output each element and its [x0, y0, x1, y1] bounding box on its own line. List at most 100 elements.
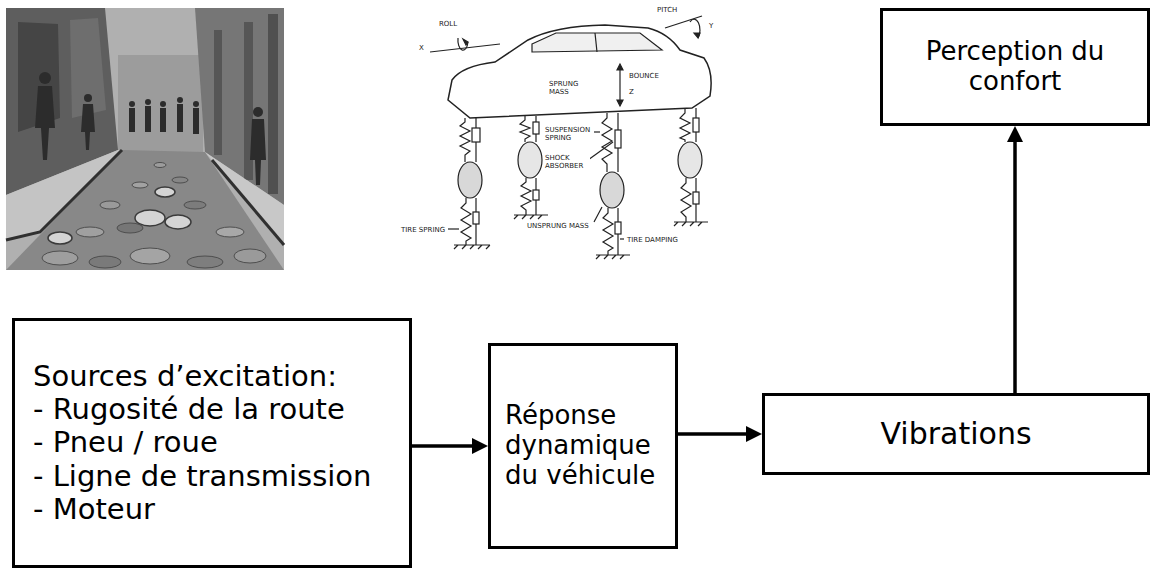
flow-arrow [678, 426, 762, 442]
pedestrian [160, 108, 166, 132]
far-suspension [521, 178, 531, 215]
stepping-stone [165, 215, 191, 229]
paving-stone [42, 251, 78, 265]
far-suspension [533, 122, 539, 134]
near-suspension [461, 198, 471, 245]
road-photo [212, 160, 284, 245]
node-text: Sources d’excitation: [33, 360, 391, 393]
arrow-head [746, 426, 762, 442]
far-suspension [520, 116, 530, 142]
node-text: Perception du confort [897, 37, 1133, 97]
pedestrian [250, 119, 266, 185]
pedestrian [193, 108, 199, 134]
part-label: Y [708, 22, 714, 30]
motion-axes [665, 16, 702, 28]
motion-axes [458, 38, 468, 50]
leader-line [588, 142, 613, 160]
part-label: TIRE SPRING [400, 226, 446, 234]
leader-line [620, 238, 624, 239]
motion-axes [619, 70, 620, 100]
sprung-mass-body [532, 33, 662, 52]
part-label: SHOCK ABSORBER [544, 154, 590, 170]
node-text: - Rugosité de la route [33, 393, 391, 426]
process-box: Vibrations [762, 393, 1150, 475]
sprung-mass-body [448, 25, 711, 118]
pedestrian [160, 101, 166, 107]
motion-axes [694, 33, 700, 38]
process-box: Réponse dynamique du véhicule [488, 343, 678, 549]
pedestrian [81, 104, 95, 150]
road-photo [6, 8, 284, 270]
near-suspension [472, 128, 480, 142]
part-label: SUSPENSION SPRING [544, 126, 594, 142]
arrow-shaft [412, 444, 473, 448]
paving-stone [216, 227, 244, 237]
near-suspension [602, 113, 612, 172]
node-text: - Pneu / roue [33, 426, 391, 459]
far-suspension [514, 108, 708, 226]
part-label: Z [628, 88, 635, 96]
far-suspension [674, 222, 708, 226]
motion-axes [430, 16, 702, 106]
node-text: - Ligne de transmission [33, 460, 391, 493]
paving-stone [130, 248, 170, 264]
pedestrian [129, 101, 135, 107]
road-photo [6, 150, 122, 240]
far-suspension [533, 190, 539, 200]
near-suspension [603, 208, 613, 255]
sprung-mass-body [448, 25, 711, 118]
near-suspension [615, 222, 621, 234]
near-suspension [460, 118, 470, 162]
part-label: X [418, 44, 425, 52]
part-label: SPRUNG MASS [548, 80, 594, 96]
sprung-mass-body [595, 33, 597, 52]
process-box: Sources d’excitation:- Rugosité de la ro… [12, 318, 412, 568]
part-label: UNSPRUNG MASS [526, 222, 590, 230]
road-photo [70, 18, 106, 118]
stepping-stone [135, 210, 165, 226]
far-suspension [514, 215, 548, 219]
far-suspension [678, 142, 702, 178]
arrow-head [1007, 126, 1023, 142]
near-suspension [596, 255, 630, 259]
motion-axes [430, 44, 500, 52]
pedestrian [39, 72, 51, 84]
stepping-stone [48, 232, 72, 244]
pedestrian [84, 94, 92, 102]
paving-stone [234, 249, 266, 263]
stepping-stone [48, 187, 191, 244]
paving-stone [89, 256, 121, 268]
paving-stone [100, 201, 120, 209]
leader-line [594, 207, 602, 222]
road-photo [205, 152, 284, 245]
motion-axes [463, 39, 468, 45]
node-text: Vibrations [779, 417, 1133, 452]
part-label: BOUNCE [628, 72, 660, 80]
part-label: ROLL [438, 20, 458, 28]
flow-arrow [1007, 126, 1023, 393]
pedestrian [253, 107, 263, 117]
arrow-shaft [1013, 141, 1017, 393]
vehicle-model [430, 16, 711, 259]
road-photo [214, 30, 222, 155]
motion-axes [690, 19, 700, 38]
paving-stone [132, 182, 148, 188]
pedestrian [193, 101, 199, 107]
stepping-stone [155, 187, 175, 197]
flow-arrow [412, 438, 488, 454]
pedestrian [177, 104, 183, 132]
paving-stone [117, 223, 143, 233]
process-box: Perception du confort [880, 8, 1150, 126]
paving-stone [76, 227, 104, 237]
near-suspension [454, 245, 490, 249]
arrow-shaft [678, 432, 747, 436]
near-suspension [600, 172, 624, 208]
near-suspension [458, 162, 482, 198]
road-photo [6, 8, 284, 270]
pedestrian [35, 86, 55, 160]
far-suspension [693, 192, 699, 204]
pedestrian [145, 99, 151, 105]
pedestrian [35, 72, 266, 185]
part-label: PITCH [656, 6, 678, 14]
